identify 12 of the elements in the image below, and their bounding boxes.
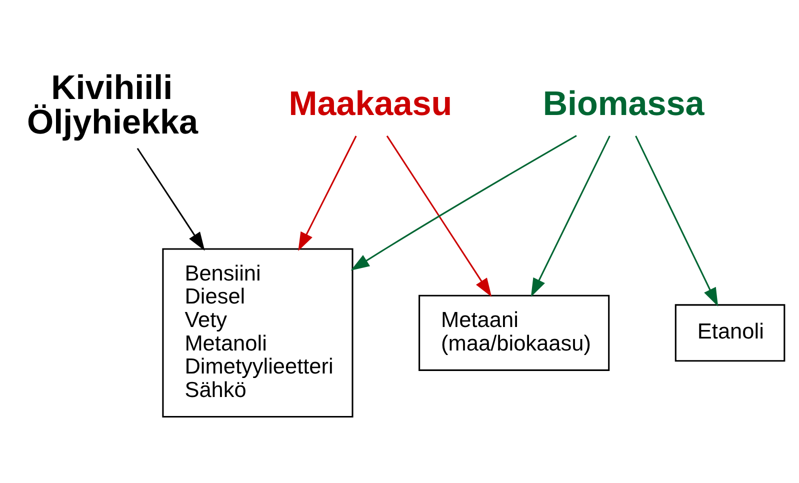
node-text: Biomassa [542,84,704,122]
arrow [298,135,357,251]
node-text: Maakaasu [288,84,452,122]
node-box: Etanoli [674,304,786,362]
arrow [386,135,492,296]
arrow [350,134,577,270]
node-box: Metaani (maa/biokaasu) [418,294,610,370]
node-text: Kivihiili Öljyhiekka [27,68,198,141]
arrow [530,135,610,296]
arrow [136,147,205,250]
node-box: Bensiini Diesel Vety Metanoli Dimetyylieetteri Sähkö [162,248,354,418]
arrow [635,135,718,306]
